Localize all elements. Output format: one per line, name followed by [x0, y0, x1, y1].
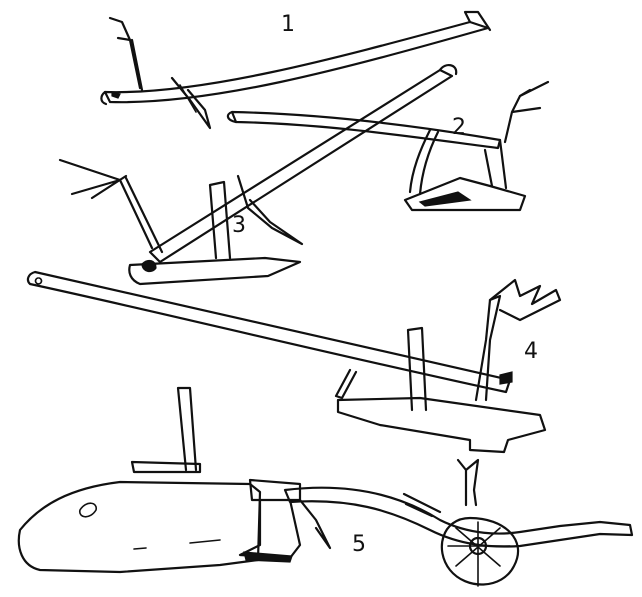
- plough-4-drawing: [26, 270, 562, 454]
- figure-label-4: 4: [524, 339, 538, 364]
- figure-label-1: 1: [281, 12, 295, 37]
- figure-label-2: 2: [452, 115, 466, 140]
- plough-3-drawing: [58, 64, 458, 286]
- plough-5-drawing: [17, 386, 634, 587]
- plough-1-drawing: [100, 10, 492, 130]
- figure-label-3: 3: [232, 213, 246, 238]
- plough-2-drawing: [226, 80, 550, 212]
- figure-label-5: 5: [352, 532, 366, 557]
